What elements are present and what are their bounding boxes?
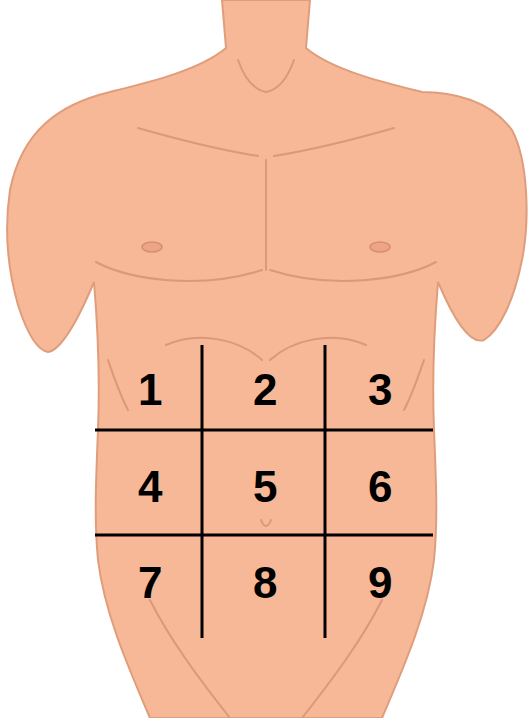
callout-number: 3 — [368, 368, 392, 412]
callout-number: 5 — [253, 465, 277, 509]
anatomy-lines — [96, 60, 436, 718]
callout-number: 8 — [253, 561, 277, 605]
callout-number: 9 — [368, 561, 392, 605]
callout-number: 7 — [138, 561, 162, 605]
callout-number: 1 — [138, 368, 162, 412]
callout-number: 2 — [253, 368, 277, 412]
grid-lines — [95, 345, 433, 638]
nipple — [142, 242, 162, 252]
nipple — [370, 242, 390, 252]
torso-outline — [7, 0, 526, 718]
callout-number: 4 — [138, 465, 162, 509]
callout-number: 6 — [368, 465, 392, 509]
